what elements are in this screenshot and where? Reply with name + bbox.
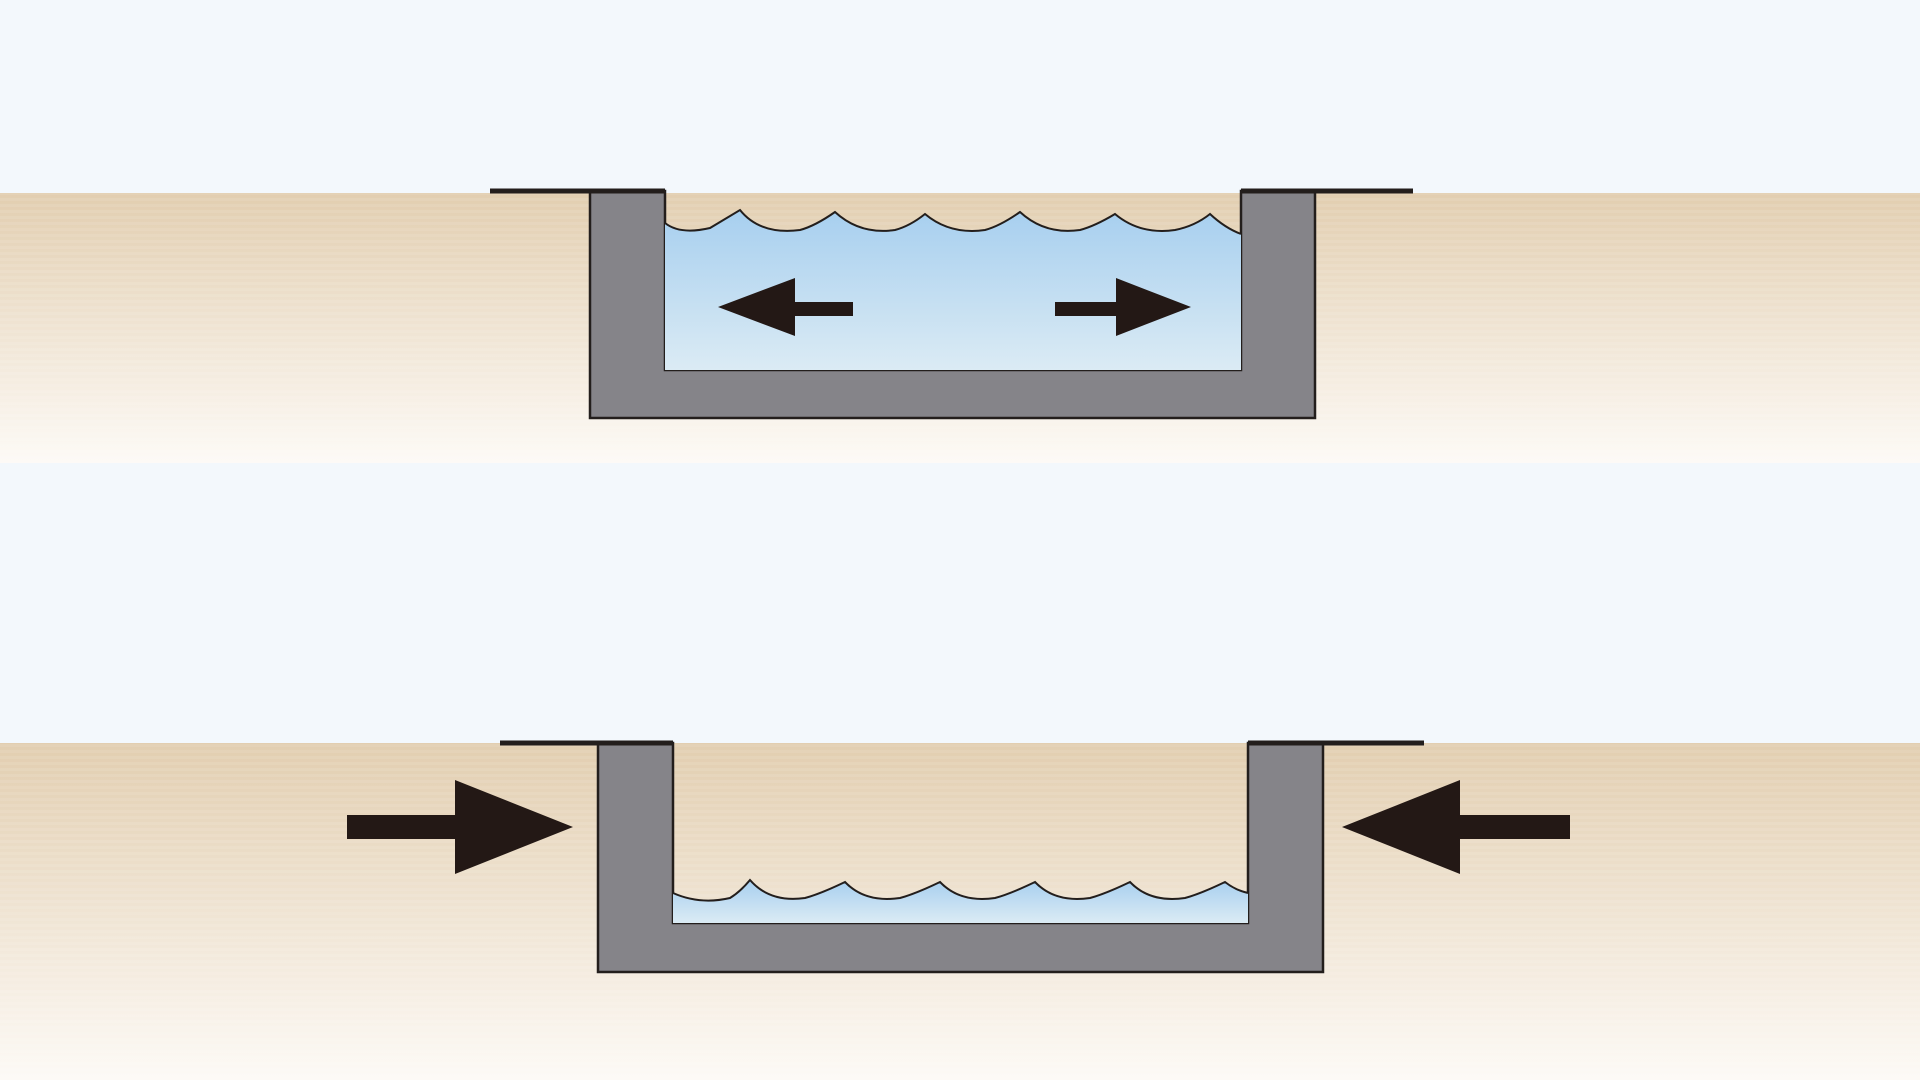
arrow-right-icon [1055,278,1191,336]
water-body-full [665,210,1241,370]
arrow-left-inward-icon [1342,780,1570,874]
arrow-left-icon [718,278,853,336]
panel-full-tank [0,0,1920,463]
sky-bottom [0,463,1920,743]
sky-top [0,0,1920,193]
arrow-right-inward-icon [347,780,573,874]
water-surface-low [672,878,1249,902]
water-surface-full [664,208,1242,235]
panel-low-tank [0,463,1920,1080]
water-body-low [673,880,1248,923]
